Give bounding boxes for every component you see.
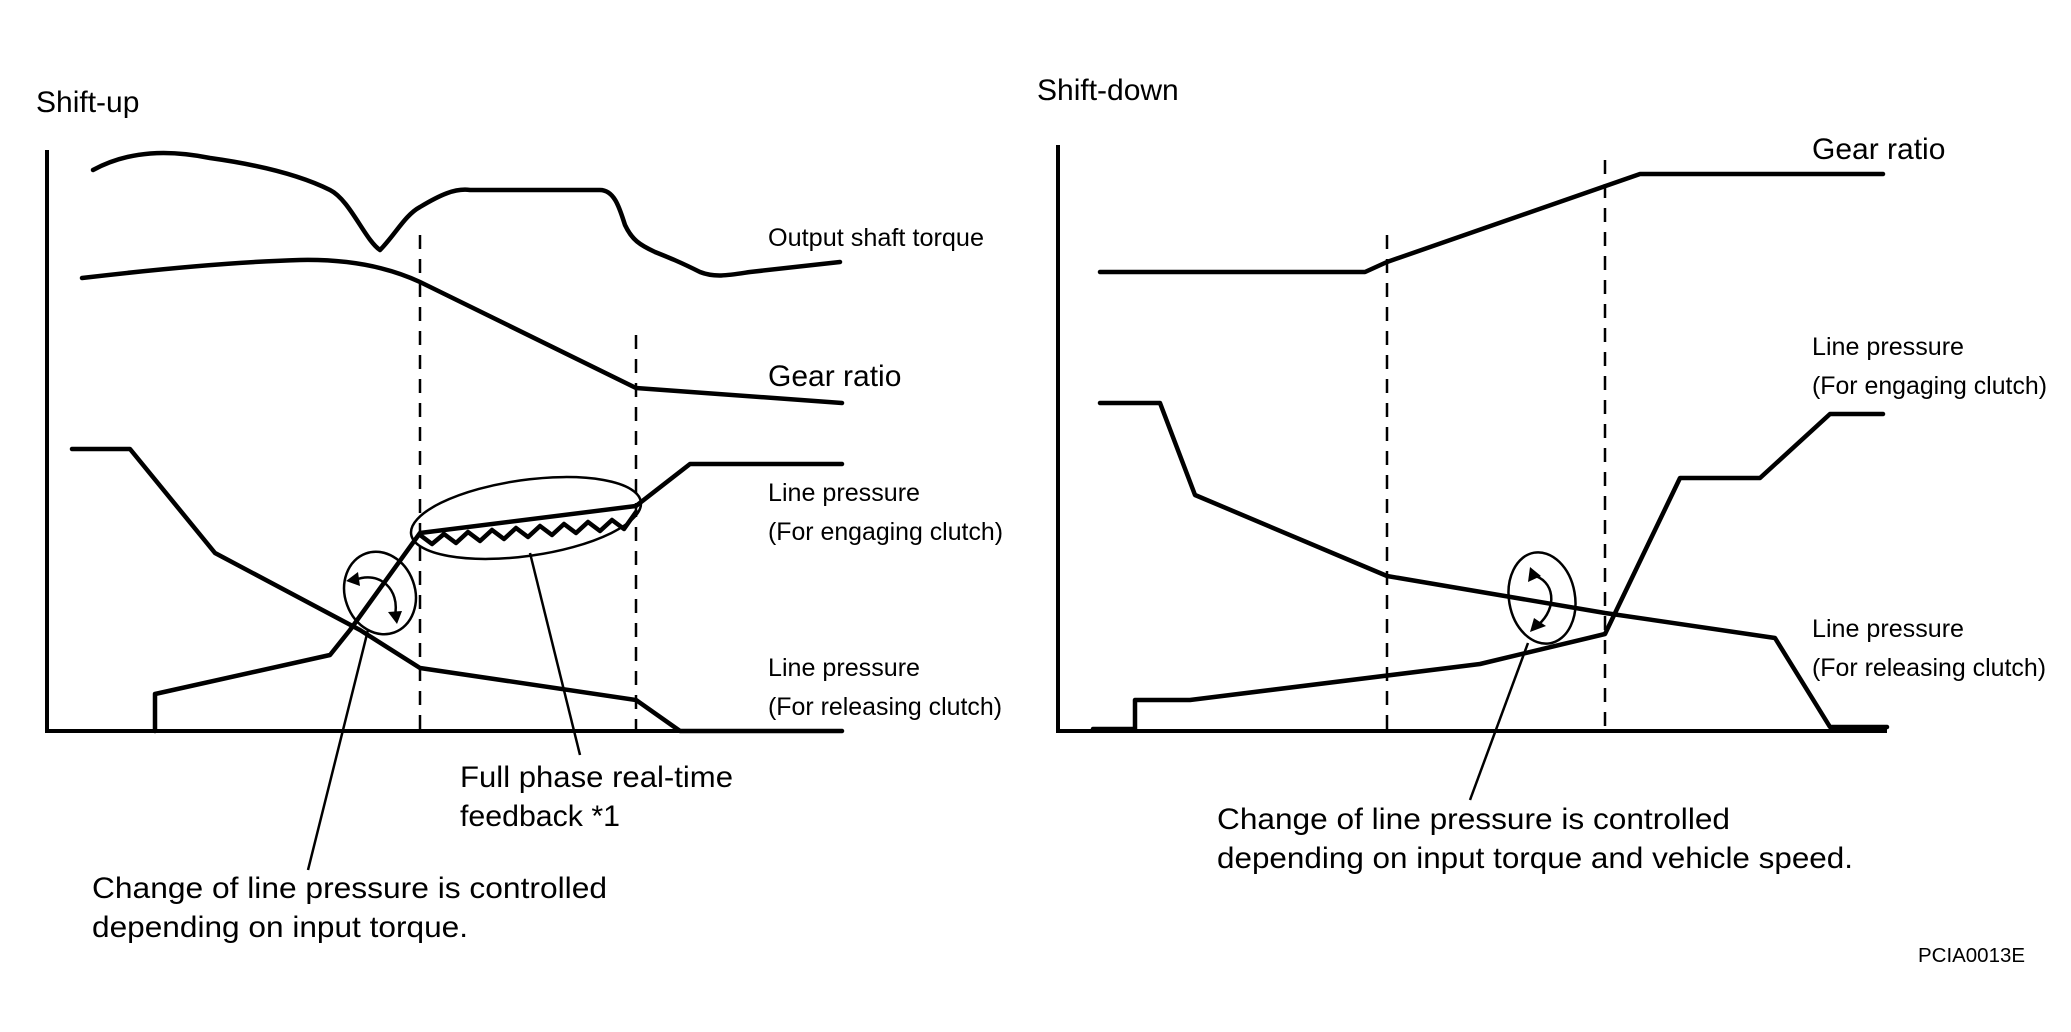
- shift-down-gear-ratio-label: Gear ratio: [1812, 133, 1945, 166]
- shift-up-line-pressure-releasing-label-1: Line pressure: [768, 654, 920, 682]
- shift-up-arrowhead-1: [346, 572, 360, 586]
- shift-down-line-pressure-releasing-curve: [1097, 400, 1890, 730]
- shift-down-line-pressure-releasing-label-1: Line pressure: [1812, 615, 1964, 643]
- shift-up-feedback-note-2: feedback *1: [460, 800, 620, 833]
- shift-up-line-pressure-engaging-label-1: Line pressure: [768, 479, 920, 507]
- shift-down-line-pressure-engaging-label-1: Line pressure: [1812, 333, 1964, 361]
- shift-up-axes: [45, 150, 842, 733]
- shift-up-control-leader: [306, 629, 370, 871]
- figure-code: PCIA0013E: [1918, 945, 2025, 967]
- shift-up-feedback-zigzag: [417, 509, 639, 547]
- shift-up-feedback-note-1: Full phase real-time: [460, 761, 733, 794]
- shift-up-output-shaft-torque-label: Output shaft torque: [768, 224, 984, 252]
- shift-up-line-pressure-engaging-label-2: (For engaging clutch): [768, 518, 1003, 546]
- shift-up-control-note-1: Change of line pressure is controlled: [92, 872, 607, 905]
- shift-down-line-pressure-releasing-label-2: (For releasing clutch): [1812, 654, 2046, 682]
- shift-up-output-shaft-torque-curve: [90, 150, 843, 278]
- shift-up-control-oval: [342, 550, 418, 636]
- shift-up-gear-ratio-label: Gear ratio: [768, 360, 901, 393]
- shift-down-control-note-1: Change of line pressure is controlled: [1217, 803, 1730, 836]
- shift-up-curved-arrow: [354, 576, 398, 616]
- shift-up-control-note-2: depending on input torque.: [92, 911, 468, 944]
- shift-down-control-note-2: depending on input torque and vehicle sp…: [1217, 842, 1853, 875]
- shift-up-feedback-leader: [528, 552, 582, 756]
- shift-down-control-oval: [1507, 551, 1577, 645]
- shift-down-line-pressure-engaging-curve: [1090, 411, 1886, 732]
- shift-up-line-pressure-releasing-label-2: (For releasing clutch): [768, 693, 1002, 721]
- shift-up-arrowhead-2: [388, 611, 402, 624]
- shift-up-panel: Shift-up Output shaft torque Gear ratio …: [36, 86, 1003, 944]
- shift-down-arrowhead-1: [1528, 567, 1541, 582]
- shift-down-panel: Shift-down Gear ratio Line pressure (For…: [1037, 74, 2047, 875]
- shift-down-gear-ratio-curve: [1097, 171, 1886, 275]
- shift-down-axes: [1056, 145, 1887, 733]
- shift-down-line-pressure-engaging-label-2: (For engaging clutch): [1812, 372, 2047, 400]
- shift-up-gear-ratio-curve: [79, 257, 845, 406]
- shift-up-line-pressure-releasing-curve: [69, 446, 845, 734]
- shift-down-arrowhead-2: [1530, 618, 1546, 632]
- shift-down-title: Shift-down: [1037, 74, 1179, 107]
- shift-down-control-leader: [1468, 642, 1530, 801]
- shift-up-line-pressure-engaging-curve: [152, 461, 845, 734]
- shift-up-title: Shift-up: [36, 86, 139, 119]
